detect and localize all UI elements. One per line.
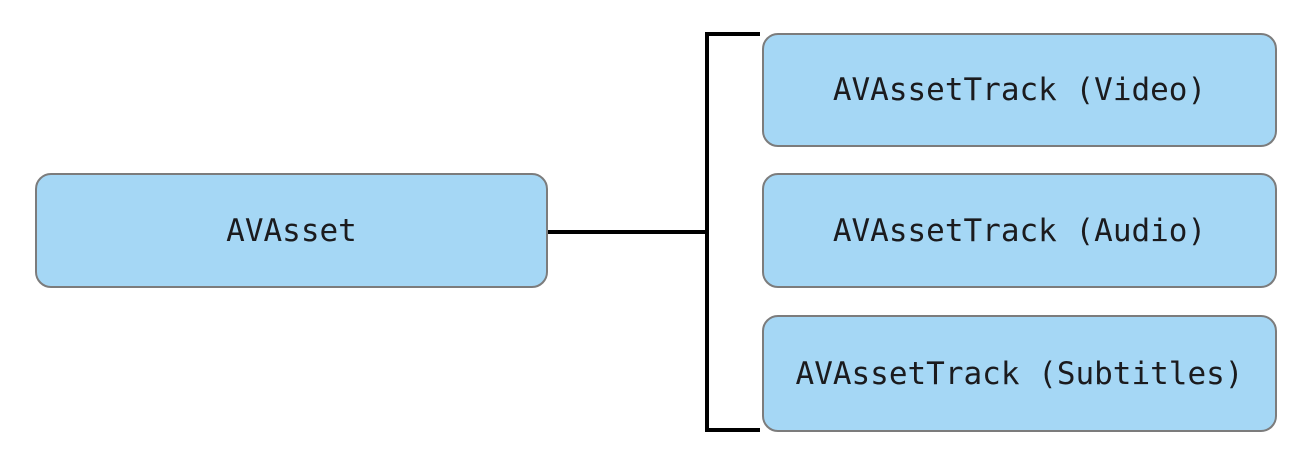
node-avassettrack-audio: AVAssetTrack (Audio) — [762, 173, 1277, 288]
node-avassettrack-video: AVAssetTrack (Video) — [762, 33, 1277, 147]
node-avassettrack-subtitles: AVAssetTrack (Subtitles) — [762, 315, 1277, 432]
bracket-top-stub — [705, 32, 760, 36]
node-avasset-label: AVAsset — [226, 212, 357, 249]
node-avasset: AVAsset — [35, 173, 548, 288]
node-avassettrack-video-label: AVAssetTrack (Video) — [832, 72, 1207, 108]
connector-root-to-bracket — [548, 230, 707, 234]
bracket-bottom-stub — [705, 428, 760, 432]
bracket-vertical-line — [705, 32, 709, 432]
node-avassettrack-subtitles-label: AVAssetTrack (Subtitles) — [795, 355, 1244, 392]
node-avassettrack-audio-label: AVAssetTrack (Audio) — [832, 212, 1207, 249]
